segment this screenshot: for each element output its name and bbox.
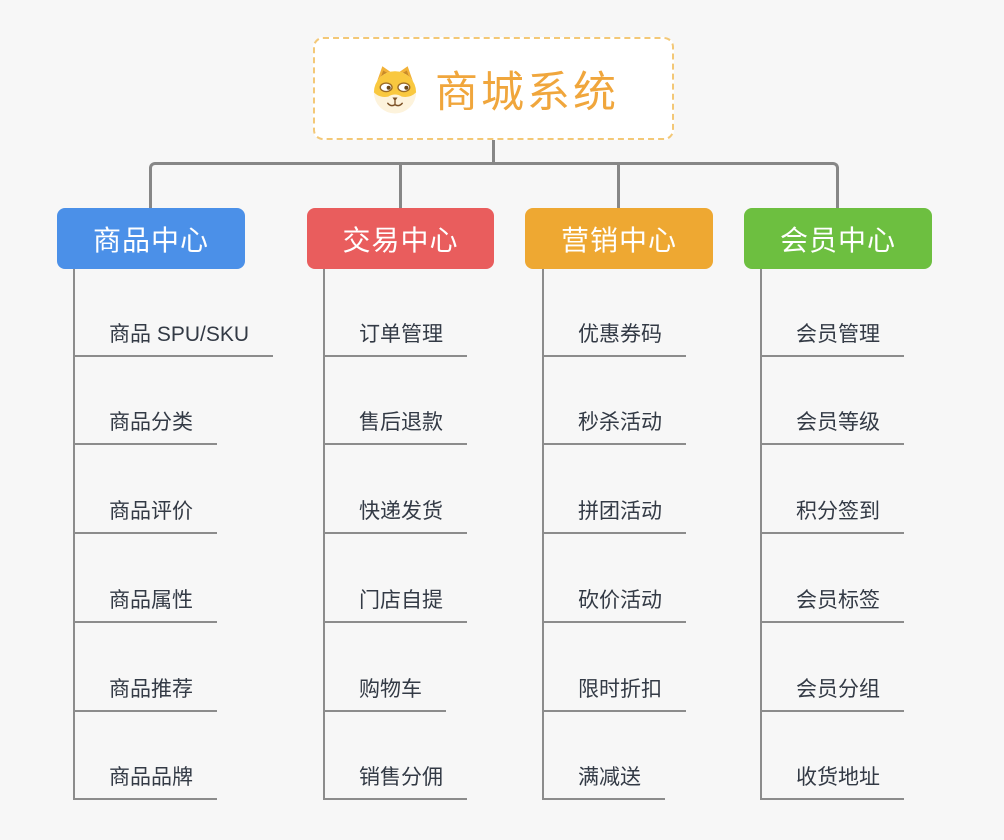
root-title: 商城系统 (435, 68, 619, 117)
branch-node-marketing-center[interactable]: 营销中心 (525, 208, 713, 269)
branch-node-trade-center[interactable]: 交易中心 (307, 208, 494, 269)
leaf-node[interactable]: 售后退款 (325, 410, 467, 445)
leaf-node[interactable]: 会员等级 (762, 410, 904, 445)
leaf-node[interactable]: 拼团活动 (544, 499, 686, 534)
leaf-node[interactable]: 门店自提 (325, 588, 467, 623)
leaf-node[interactable]: 商品品牌 (75, 765, 217, 800)
branch-node-member-center[interactable]: 会员中心 (744, 208, 932, 269)
connector-drop-marketing (617, 165, 620, 208)
connector-drop-trade (399, 165, 402, 208)
connector-bracket (149, 162, 839, 208)
leaf-node[interactable]: 购物车 (325, 677, 446, 712)
branch-trunk-trade: 订单管理 售后退款 快递发货 门店自提 购物车 销售分佣 (323, 269, 467, 800)
leaf-node[interactable]: 优惠券码 (544, 322, 686, 357)
leaf-node[interactable]: 商品 SPU/SKU (75, 322, 274, 357)
leaf-node[interactable]: 满减送 (544, 765, 665, 800)
leaf-node[interactable]: 商品评价 (75, 499, 217, 534)
leaf-node[interactable]: 销售分佣 (325, 765, 467, 800)
leaf-node[interactable]: 商品属性 (75, 588, 217, 623)
branch-node-product-center[interactable]: 商品中心 (57, 208, 245, 269)
leaf-node[interactable]: 会员分组 (762, 677, 904, 712)
branch-trunk-member: 会员管理 会员等级 积分签到 会员标签 会员分组 收货地址 (760, 269, 904, 800)
leaf-node[interactable]: 砍价活动 (544, 588, 686, 623)
leaf-node[interactable]: 商品推荐 (75, 677, 217, 712)
leaf-node[interactable]: 收货地址 (762, 765, 904, 800)
dog-icon (368, 62, 422, 116)
root-node[interactable]: 商城系统 (313, 37, 674, 140)
leaf-node[interactable]: 商品分类 (75, 410, 217, 445)
branch-trunk-marketing: 优惠券码 秒杀活动 拼团活动 砍价活动 限时折扣 满减送 (542, 269, 686, 800)
leaf-node[interactable]: 秒杀活动 (544, 410, 686, 445)
leaf-node[interactable]: 订单管理 (325, 322, 467, 357)
leaf-node[interactable]: 限时折扣 (544, 677, 686, 712)
leaf-node[interactable]: 会员标签 (762, 588, 904, 623)
connector-root-drop (492, 140, 495, 164)
leaf-node[interactable]: 积分签到 (762, 499, 904, 534)
branch-trunk-product: 商品 SPU/SKU 商品分类 商品评价 商品属性 商品推荐 商品品牌 (73, 269, 274, 800)
leaf-node[interactable]: 快递发货 (325, 499, 467, 534)
leaf-node[interactable]: 会员管理 (762, 322, 904, 357)
